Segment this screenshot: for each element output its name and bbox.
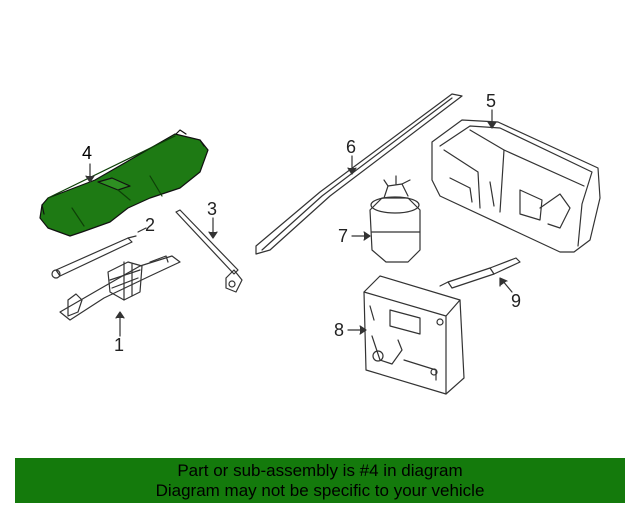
callout-1[interactable]: 1 — [114, 335, 125, 355]
part-9-screwdriver[interactable] — [439, 257, 521, 289]
callout-9[interactable]: 9 — [511, 291, 522, 311]
part-1-scissor-jack[interactable] — [59, 255, 181, 321]
callout-5[interactable]: 5 — [486, 91, 497, 111]
callout-7[interactable]: 7 — [338, 226, 349, 246]
part-2-jack-handle[interactable] — [51, 235, 137, 279]
callout-4[interactable]: 4 — [82, 143, 93, 163]
callout-3[interactable]: 3 — [207, 199, 218, 219]
banner-line-disclaimer: Diagram may not be specific to your vehi… — [155, 480, 485, 500]
part-8-repair-kit[interactable] — [363, 275, 465, 395]
callout-8[interactable]: 8 — [334, 320, 345, 340]
leader-lines — [85, 109, 513, 337]
callout-6[interactable]: 6 — [346, 137, 357, 157]
part-6-strap[interactable] — [255, 93, 463, 255]
part-4-tool-tray[interactable] — [39, 129, 209, 237]
parts-diagram — [39, 93, 601, 395]
part-5-foam-insert[interactable] — [431, 119, 601, 253]
part-3-lug-wrench[interactable] — [175, 209, 243, 293]
part-7-canister[interactable] — [369, 175, 421, 263]
banner-line-part: Part or sub-assembly is #4 in diagram — [177, 460, 463, 480]
info-banner: Part or sub-assembly is #4 in diagram Di… — [15, 458, 625, 503]
callout-2[interactable]: 2 — [145, 215, 156, 235]
